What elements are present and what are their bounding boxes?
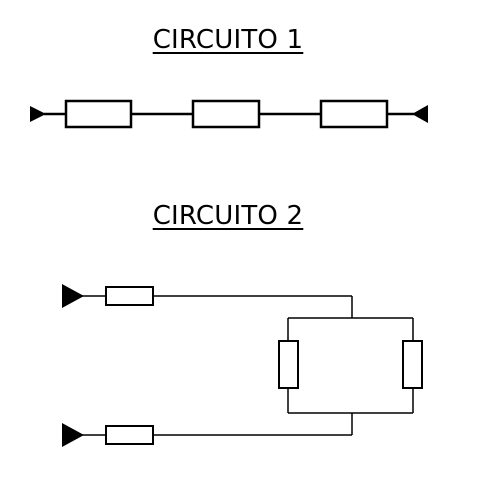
circuit-2-parallel-resistor-right xyxy=(402,340,423,389)
circuit-2-bottom-resistor xyxy=(105,425,154,445)
circuit-1-resistor-3 xyxy=(319,99,389,129)
circuit-1-title: CIRCUITO 1 xyxy=(152,25,304,55)
circuit-1-resistor-1 xyxy=(64,99,133,129)
circuit-2-parallel-resistor-left xyxy=(278,340,299,389)
circuit-2-top-resistor xyxy=(105,286,154,306)
circuit-1 xyxy=(30,99,428,129)
circuit-2-bottom-terminal xyxy=(62,423,84,447)
circuit-1-right-terminal xyxy=(412,105,428,123)
circuit-2 xyxy=(62,284,423,447)
circuit-1-resistor-2 xyxy=(191,99,261,129)
circuit-1-left-terminal xyxy=(30,106,46,122)
circuit-2-top-terminal xyxy=(62,284,84,308)
circuit-2-title: CIRCUITO 2 xyxy=(152,201,304,231)
